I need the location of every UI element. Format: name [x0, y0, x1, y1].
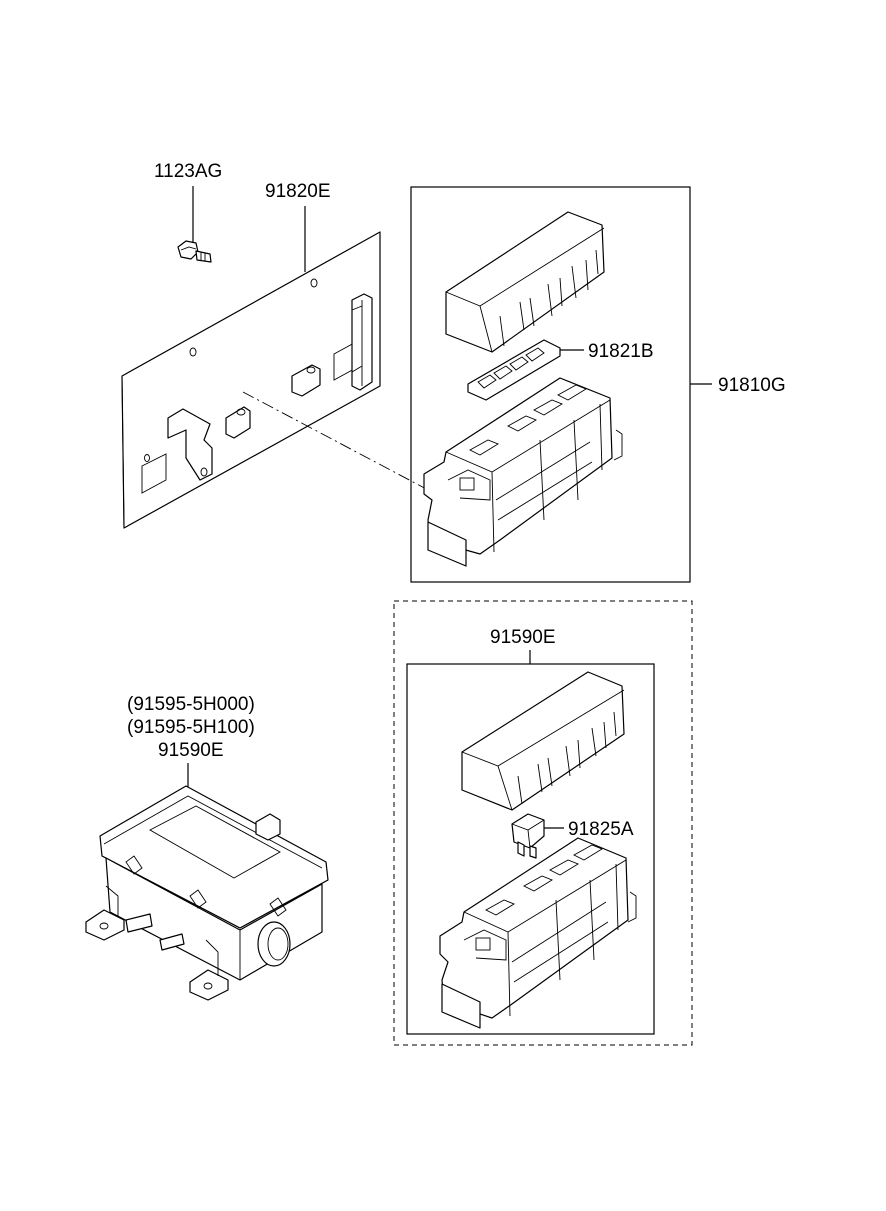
label-fuse-upper: 91821B — [588, 341, 654, 362]
mounting-guide-line — [242, 391, 433, 493]
relay-box-lower — [423, 377, 623, 567]
fuse-box-kit-frame — [393, 600, 693, 1046]
label-fuse-box-left: 91590E — [158, 740, 224, 761]
label-bolt: 1123AG — [154, 161, 222, 182]
label-relay: 91825A — [568, 819, 634, 840]
label-alt-part-1: (91595-5H000) — [127, 694, 255, 715]
relay-box-cover-upper — [445, 211, 605, 353]
fuse-strip-91821b — [467, 339, 561, 401]
relay-91825a — [511, 813, 545, 859]
bolt-1123ag — [177, 240, 212, 263]
fuse-box-cover-right — [461, 671, 625, 811]
relay-box-assy-frame — [410, 186, 691, 583]
bracket-plate-91820e — [121, 231, 381, 529]
label-alt-part-2: (91595-5H100) — [127, 717, 255, 738]
label-fuse-box-right: 91590E — [490, 627, 556, 648]
label-bracket-plate: 91820E — [265, 181, 331, 202]
fuse-box-lower-right — [439, 837, 637, 1029]
fuse-box-left — [85, 785, 329, 1001]
fuse-box-right-frame — [406, 663, 655, 1035]
label-relay-box-assy: 91810G — [718, 375, 786, 396]
